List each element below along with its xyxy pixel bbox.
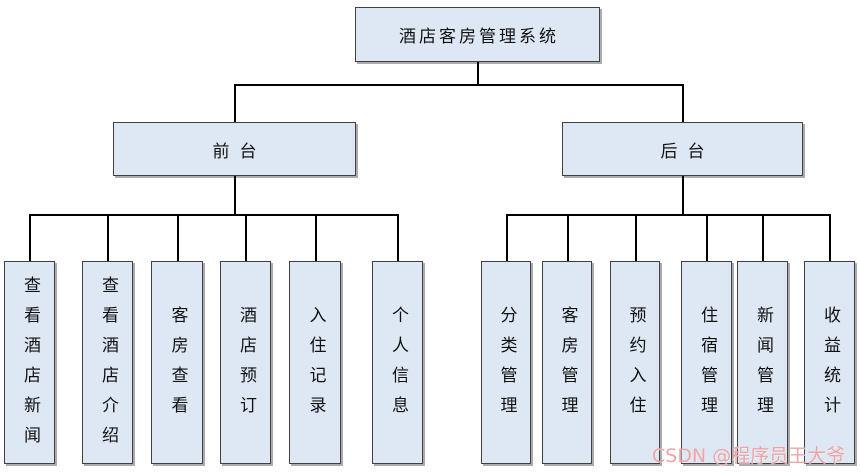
leaf-node-label: 查看酒店介绍 xyxy=(98,276,118,456)
leaf-node-label: 预约入住 xyxy=(625,306,646,426)
leaf-node-view-hotel-news: 查看酒店新闻 xyxy=(4,261,55,464)
back-office-node: 后台 xyxy=(562,122,803,176)
connector-line xyxy=(234,84,236,122)
leaf-node-label: 客房查看 xyxy=(167,306,188,426)
front-desk-node: 前台 xyxy=(113,122,356,176)
leaf-node-label: 查看酒店新闻 xyxy=(20,276,40,456)
connector-line xyxy=(107,214,109,261)
connector-line xyxy=(234,176,236,214)
leaf-node-label: 新闻管理 xyxy=(753,306,773,426)
connector-line xyxy=(177,214,179,261)
leaf-node-room-mgmt: 客房管理 xyxy=(542,261,592,464)
root-node: 酒店客房管理系统 xyxy=(355,7,600,62)
connector-line xyxy=(829,214,831,261)
leaf-node-personal-info: 个人信息 xyxy=(372,261,423,464)
leaf-node-label: 收益统计 xyxy=(820,306,840,426)
connector-line xyxy=(506,214,830,216)
connector-line xyxy=(477,62,479,85)
connector-line xyxy=(29,214,398,216)
connector-line xyxy=(682,176,684,214)
connector-line xyxy=(245,214,247,261)
leaf-node-checkin-records: 入住记录 xyxy=(289,261,341,464)
front-desk-node-label: 前台 xyxy=(212,141,267,162)
connector-line xyxy=(234,84,683,86)
connector-line xyxy=(635,214,637,261)
connector-line xyxy=(567,214,569,261)
watermark: CSDN @程序员王大爷 xyxy=(652,445,846,467)
leaf-node-label: 住宿管理 xyxy=(697,306,717,426)
connector-line xyxy=(706,214,708,261)
leaf-node-news-mgmt: 新闻管理 xyxy=(737,261,788,464)
connector-line xyxy=(315,214,317,261)
connector-line xyxy=(682,84,684,122)
leaf-node-lodging-mgmt: 住宿管理 xyxy=(681,261,732,464)
connector-line xyxy=(506,214,508,261)
leaf-node-revenue-stats: 收益统计 xyxy=(804,261,855,464)
back-office-node-label: 后台 xyxy=(660,141,715,162)
leaf-node-room-view: 客房查看 xyxy=(151,261,203,464)
leaf-node-view-hotel-intro: 查看酒店介绍 xyxy=(82,261,133,464)
root-node-label: 酒店客房管理系统 xyxy=(399,27,559,47)
connector-line xyxy=(29,214,31,261)
leaf-node-label: 个人信息 xyxy=(388,306,408,426)
leaf-node-label: 酒店预订 xyxy=(236,306,256,426)
leaf-node-label: 客房管理 xyxy=(557,306,578,426)
leaf-node-reservation-checkin: 预约入住 xyxy=(610,261,660,464)
leaf-node-label: 分类管理 xyxy=(496,306,517,426)
leaf-node-category-mgmt: 分类管理 xyxy=(481,261,531,464)
leaf-node-label: 入住记录 xyxy=(305,306,326,426)
leaf-node-hotel-booking: 酒店预订 xyxy=(220,261,271,464)
connector-line xyxy=(762,214,764,261)
connector-line xyxy=(397,214,399,261)
